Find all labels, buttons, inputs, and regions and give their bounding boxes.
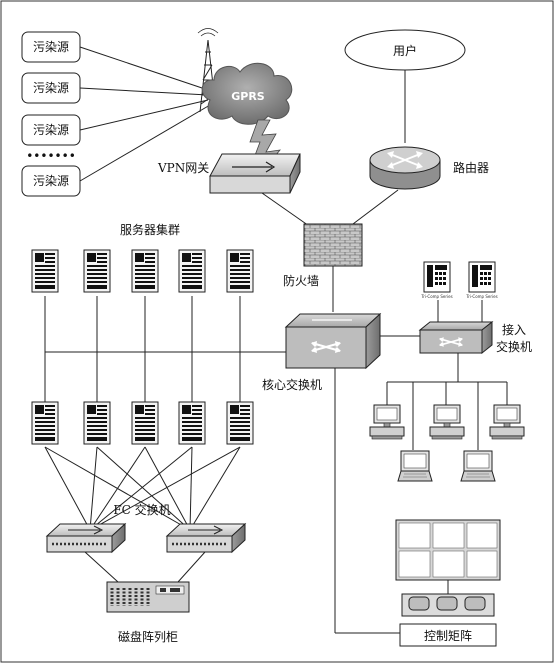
vpn-gateway-label: VPN网关: [157, 161, 209, 175]
server-icon: [83, 249, 111, 293]
pollution-source: 污染源: [21, 165, 81, 197]
server-cluster-top: [31, 249, 254, 293]
sources-ellipsis: •••••••: [26, 149, 76, 163]
video-wall-icon: [395, 519, 501, 581]
phone-caption: Tri-Comp Series: [420, 294, 452, 299]
router-icon: [369, 146, 441, 190]
phone-icon: [468, 261, 496, 293]
server-icon: [31, 249, 59, 293]
pollution-source-label: 污染源: [33, 173, 69, 188]
pollution-source: 污染源: [21, 72, 81, 104]
firewall-icon: [303, 223, 363, 267]
desktop-pc-icon: [489, 404, 525, 440]
pollution-source: 污染源: [21, 31, 81, 63]
laptop-icon: [397, 450, 433, 482]
pollution-source-label: 污染源: [33, 39, 69, 54]
pollution-sources: 污染源 污染源 污染源 ••••••• 污染源: [21, 31, 81, 197]
fc-switch-icon: [165, 522, 247, 554]
phone-caption: Tri-Comp Series: [465, 294, 497, 299]
pollution-source-label: 污染源: [33, 122, 69, 137]
user-node: 用户: [344, 29, 466, 71]
gprs-label: GPRS: [231, 90, 265, 103]
server-cluster-bottom: [31, 401, 254, 445]
server-icon: [131, 249, 159, 293]
vpn-gateway: [209, 153, 301, 194]
server-cluster-label: 服务器集群: [120, 222, 180, 237]
connection-lines: [44, 46, 508, 634]
access-switch-label-line1: 接入: [502, 322, 526, 337]
pollution-source: 污染源: [21, 114, 81, 146]
server-icon: [31, 401, 59, 445]
access-switch-label-line2: 交换机: [496, 339, 532, 354]
firewall-label: 防火墙: [283, 273, 319, 288]
phone-icon: [423, 261, 451, 293]
laptop-icon: [460, 450, 496, 482]
core-switch-icon: [284, 312, 382, 370]
desktop-pc-icon: [369, 404, 405, 440]
control-matrix-label: 控制矩阵: [424, 629, 472, 643]
server-icon: [83, 401, 111, 445]
gprs-cloud-icon: GPRS: [201, 62, 293, 125]
server-icon: [226, 249, 254, 293]
pollution-source-label: 污染源: [33, 80, 69, 95]
router-label: 路由器: [453, 160, 489, 175]
server-icon: [131, 401, 159, 445]
server-icon: [226, 401, 254, 445]
access-switch-icon: [418, 320, 494, 355]
disk-array-icon: [106, 581, 190, 613]
control-console-icon: [401, 593, 495, 617]
disk-array-label: 磁盘阵列柜: [118, 629, 178, 644]
control-matrix-box: 控制矩阵: [399, 623, 497, 647]
desktop-pc-icon: [429, 404, 465, 440]
fc-switch-icon: [45, 522, 127, 554]
server-icon: [178, 401, 206, 445]
core-switch-label: 核心交换机: [262, 377, 322, 392]
server-icon: [178, 249, 206, 293]
fc-switch-label: FC 交换机: [113, 502, 170, 517]
user-label: 用户: [393, 43, 417, 58]
